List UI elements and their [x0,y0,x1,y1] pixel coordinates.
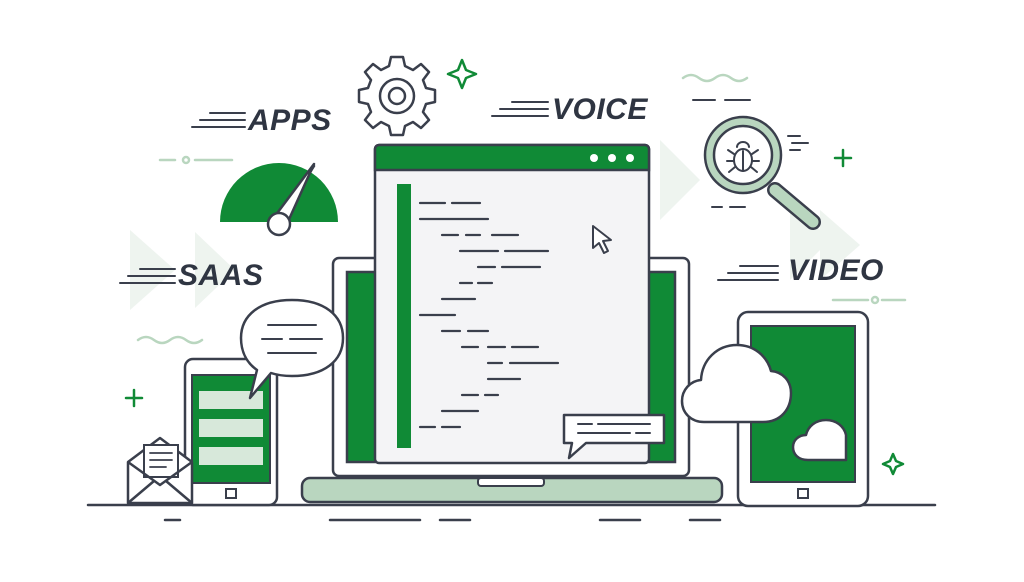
decorative-dashes [119,99,779,284]
chat-bubble-icon [239,298,345,400]
plus-icon [124,388,144,408]
sparkle-icon [881,452,905,476]
background-chevrons [130,140,860,310]
apps-label: APPS [247,104,332,137]
plus-icon [833,148,853,168]
sparkle-icon [446,58,478,90]
magnifier-bug-icon [703,115,821,230]
chat-bubble-icon [562,413,666,460]
cloud-icon [680,343,793,424]
smartphone [183,357,279,507]
mouse-cursor-icon [592,225,612,254]
code-window [373,143,651,465]
window-control-dots [590,154,634,162]
voice-label: VOICE [552,93,648,126]
code-lines [418,201,560,429]
decorative-squiggles [136,73,907,345]
speedometer-icon [220,162,338,237]
envelope-icon [126,436,194,505]
laptop-base [300,476,724,504]
saas-label: SAAS [178,259,263,292]
line-number-gutter [397,184,411,448]
video-label: VIDEO [788,254,884,287]
bug-icon [726,141,760,173]
cloud-icon [791,418,848,462]
gear-icon [357,55,437,137]
